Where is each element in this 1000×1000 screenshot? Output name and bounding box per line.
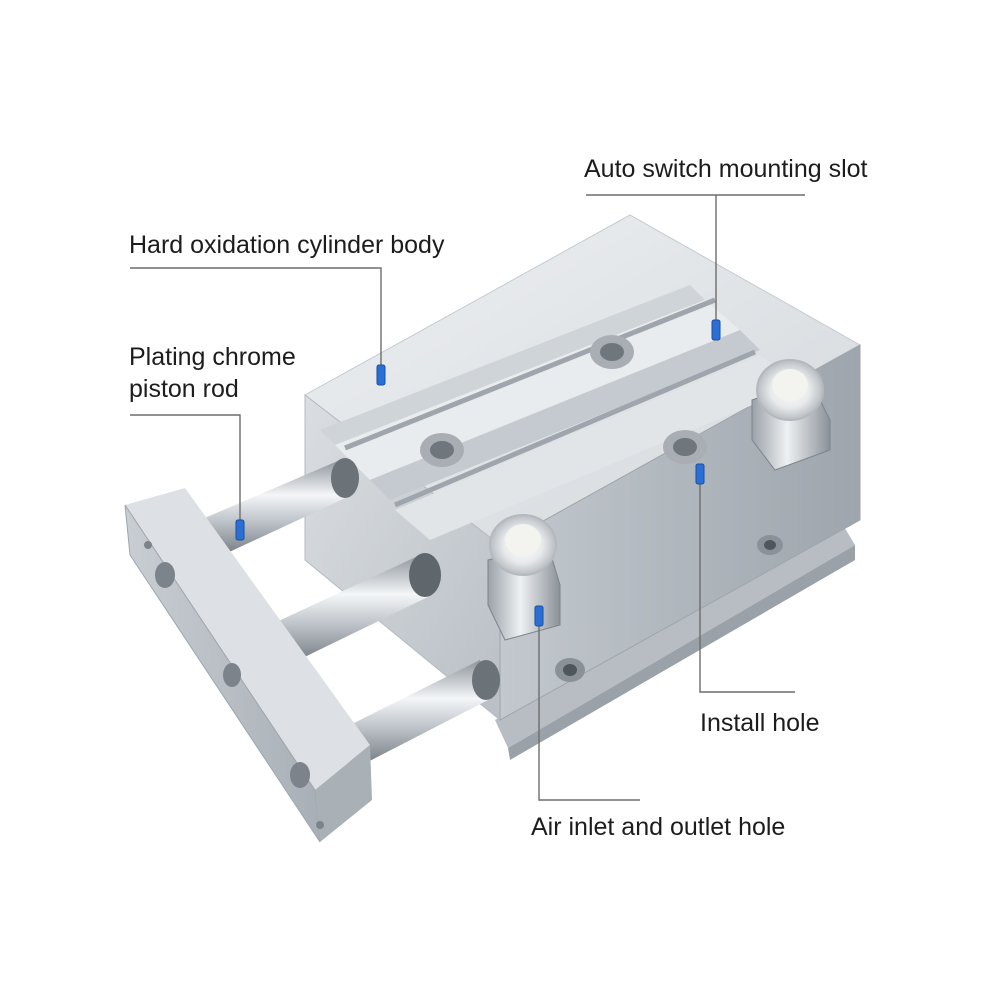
end-plate [124, 488, 372, 843]
label-auto-switch-slot: Auto switch mounting slot [584, 155, 868, 183]
label-piston-rod-line2: piston rod [129, 375, 239, 403]
label-cylinder-body: Hard oxidation cylinder body [129, 231, 445, 259]
leader-lines [130, 194, 805, 801]
leader-install-hole [699, 475, 795, 693]
label-piston-rod-line1: Plating chrome [129, 343, 296, 371]
leader-cylinder-body [130, 267, 382, 375]
marker-auto-switch [711, 319, 721, 341]
air-fitting-rear [751, 359, 831, 471]
markers [235, 319, 721, 627]
label-air-hole: Air inlet and outlet hole [531, 813, 786, 841]
label-install-hole: Install hole [700, 709, 820, 737]
leader-air-hole [538, 618, 640, 801]
marker-install-hole [695, 463, 705, 485]
base-plate [495, 520, 855, 760]
air-fitting-front [487, 514, 561, 641]
leader-piston-rod [130, 414, 241, 530]
marker-cylinder-body [376, 364, 386, 386]
marker-air-hole [534, 605, 544, 627]
marker-piston-rod [235, 519, 245, 541]
